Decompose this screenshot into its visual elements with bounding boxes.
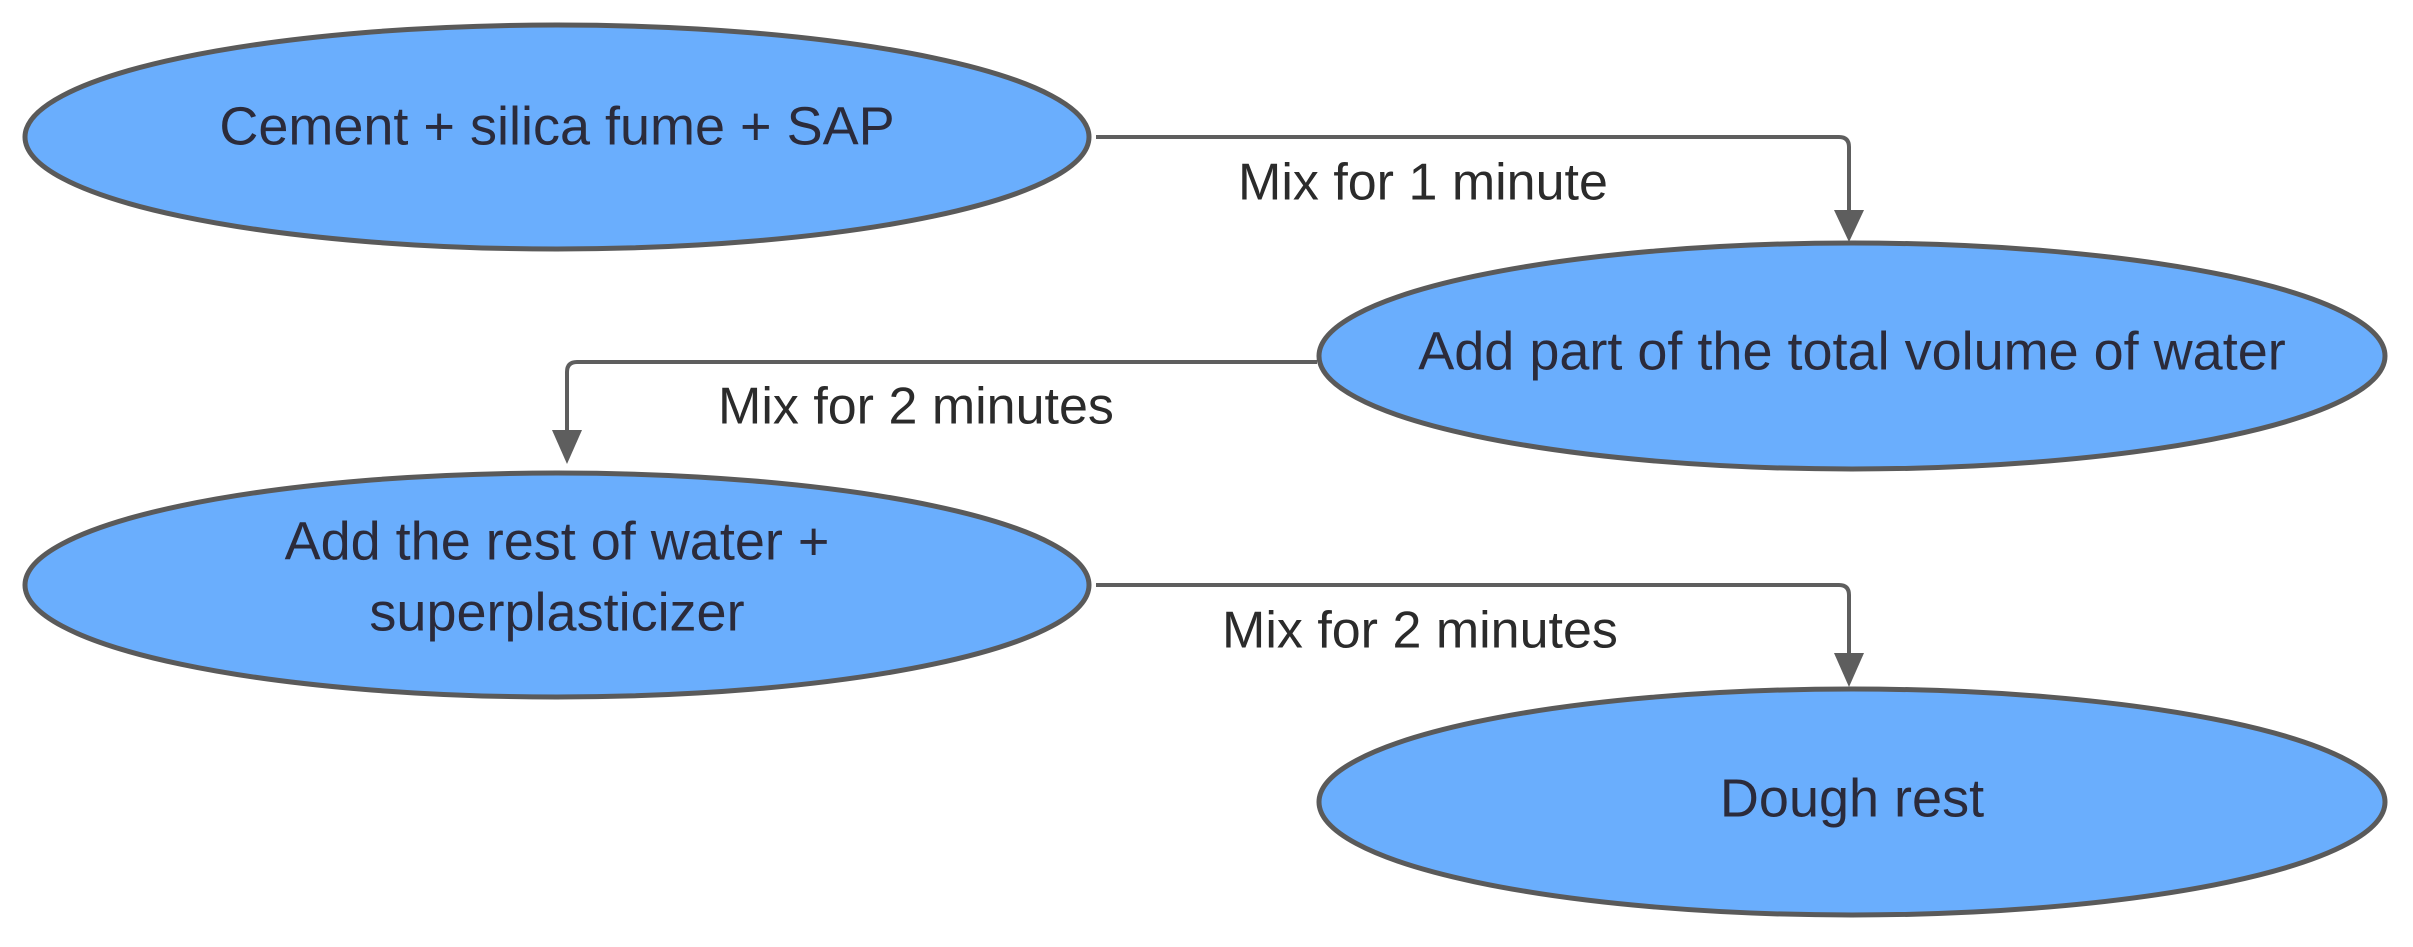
node-add-rest-label-line2: superplasticizer	[369, 582, 744, 642]
edge-label-mix-1-minute: Mix for 1 minute	[1238, 154, 1608, 212]
node-start: Cement + silica fume + SAP	[22, 22, 1092, 252]
node-add-rest-label-line1: Add the rest of water +	[285, 511, 830, 571]
node-dough-rest-label: Dough rest	[1720, 768, 1984, 828]
node-add-water-label: Add part of the total volume of water	[1418, 321, 2285, 381]
node-add-rest: Add the rest of water + superplasticizer	[22, 470, 1092, 700]
node-start-label: Cement + silica fume + SAP	[219, 96, 894, 156]
connector-add-rest-to-dough-rest	[1096, 583, 1864, 687]
edge-label-mix-2-minutes-second: Mix for 2 minutes	[1222, 602, 1618, 660]
connector-add-water-to-add-rest	[552, 360, 1317, 464]
node-dough-rest: Dough rest	[1316, 686, 2388, 918]
connector-start-to-add-water	[1096, 135, 1864, 242]
edge-label-mix-2-minutes-first: Mix for 2 minutes	[718, 378, 1114, 436]
node-add-water: Add part of the total volume of water	[1316, 240, 2388, 472]
